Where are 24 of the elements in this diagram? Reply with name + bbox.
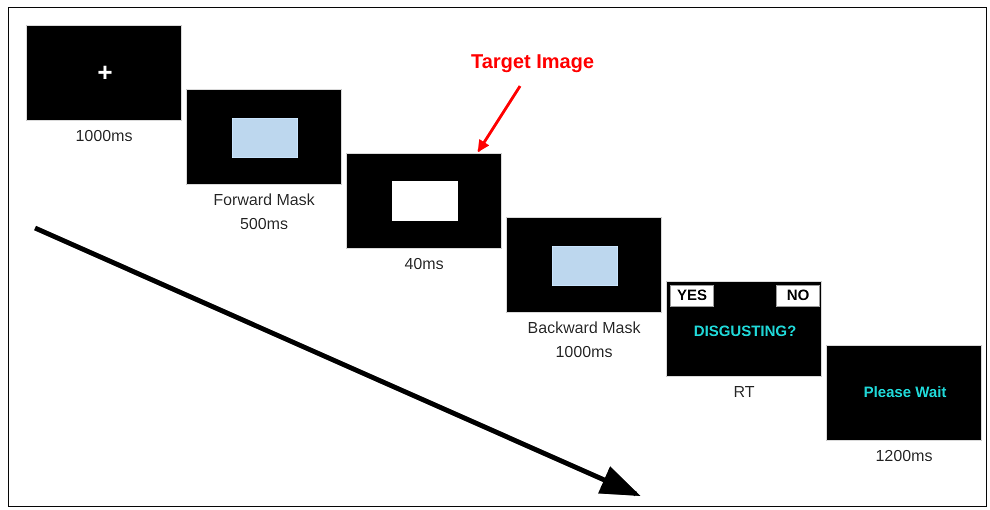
duration-caption: 1000ms: [76, 127, 132, 147]
screen-message: Please Wait: [862, 383, 948, 403]
mask-rectangle: [232, 118, 298, 158]
duration-caption: 1000ms: [556, 343, 612, 363]
screen-frame: [186, 89, 342, 185]
response-option: YES: [670, 285, 714, 307]
duration-caption: RT: [733, 383, 755, 403]
duration-caption: 1200ms: [876, 447, 932, 467]
screen-frame: [346, 153, 502, 249]
duration-caption: Backward Mask: [528, 319, 640, 339]
screen-frame: [666, 281, 822, 377]
pointer-arrow: [477, 85, 522, 152]
screen-frame: [506, 217, 662, 313]
duration-caption: 500ms: [240, 215, 288, 235]
duration-caption: 40ms: [404, 255, 444, 275]
duration-caption: Forward Mask: [213, 191, 315, 211]
screen-message: DISGUSTING?: [692, 322, 798, 342]
response-option: NO: [776, 285, 820, 307]
screen-frame: [826, 345, 982, 441]
callout-label: Target Image: [470, 50, 595, 75]
target-image-rectangle: [392, 181, 458, 221]
mask-rectangle: [552, 246, 618, 286]
fixation-cross: +: [96, 59, 114, 85]
screen-frame: [26, 25, 182, 121]
